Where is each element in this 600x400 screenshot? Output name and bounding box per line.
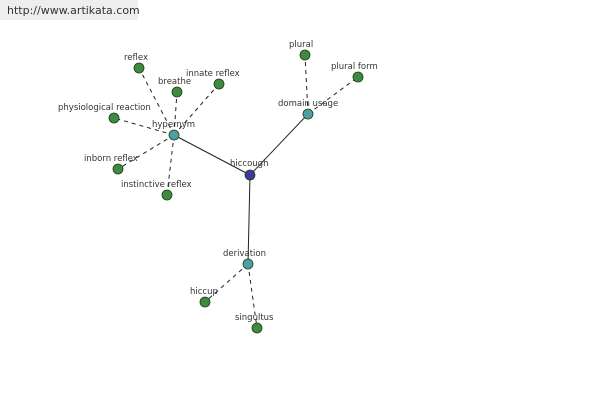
edge-hypernym-instinctive_reflex xyxy=(166,134,175,196)
node-instinctive-reflex[interactable] xyxy=(161,189,173,201)
url-banner: http://www.artikata.com xyxy=(0,0,140,20)
edge-hiccough-derivation xyxy=(247,174,251,265)
label-instinctive-reflex[interactable]: instinctive reflex xyxy=(121,180,192,190)
edge-domain_usage-plural_form xyxy=(307,76,359,115)
label-hiccup[interactable]: hiccup xyxy=(190,287,218,297)
graph-edges xyxy=(113,54,359,329)
edge-hiccough-hypernym xyxy=(173,134,251,176)
node-breathe[interactable] xyxy=(171,86,183,98)
node-hiccough[interactable] xyxy=(244,169,256,181)
node-derivation[interactable] xyxy=(242,258,254,270)
edge-derivation-singultus xyxy=(247,263,258,329)
label-physiological-reaction[interactable]: physiological reaction xyxy=(58,103,151,113)
label-singultus[interactable]: singultus xyxy=(235,313,274,323)
label-inborn-reflex[interactable]: inborn reflex xyxy=(84,154,138,164)
label-plural-form[interactable]: plural form xyxy=(331,62,378,72)
node-plural-form[interactable] xyxy=(352,71,364,83)
label-plural[interactable]: plural xyxy=(289,40,313,50)
node-hypernym[interactable] xyxy=(168,129,180,141)
edge-hypernym-inborn_reflex xyxy=(117,134,175,170)
label-hypernym[interactable]: hypernym xyxy=(152,120,195,130)
graph-labels: hiccough hypernym domain usage derivation re… xyxy=(58,40,378,323)
node-reflex[interactable] xyxy=(133,62,145,74)
site-url-text: http://www.artikata.com xyxy=(7,4,140,17)
edge-hypernym-innate_reflex xyxy=(173,83,220,136)
edge-derivation-hiccup xyxy=(204,263,249,303)
edge-domain_usage-plural xyxy=(304,54,309,115)
node-plural[interactable] xyxy=(299,49,311,61)
node-hiccup[interactable] xyxy=(199,296,211,308)
label-innate-reflex[interactable]: innate reflex xyxy=(186,69,240,79)
edge-hypernym-breathe xyxy=(173,91,178,136)
label-hiccough[interactable]: hiccough xyxy=(230,159,268,169)
node-innate-reflex[interactable] xyxy=(213,78,225,90)
node-physiological-reaction[interactable] xyxy=(108,112,120,124)
node-domain-usage[interactable] xyxy=(302,108,314,120)
label-breathe[interactable]: breathe xyxy=(158,77,191,87)
edge-hiccough-domain_usage xyxy=(249,113,309,176)
edge-hypernym-physiological_reaction xyxy=(113,117,175,136)
label-reflex[interactable]: reflex xyxy=(124,53,148,63)
graph-nodes xyxy=(108,49,364,334)
node-singultus[interactable] xyxy=(251,322,263,334)
label-domain-usage[interactable]: domain usage xyxy=(278,99,338,109)
node-inborn-reflex[interactable] xyxy=(112,163,124,175)
label-derivation[interactable]: derivation xyxy=(223,249,266,259)
